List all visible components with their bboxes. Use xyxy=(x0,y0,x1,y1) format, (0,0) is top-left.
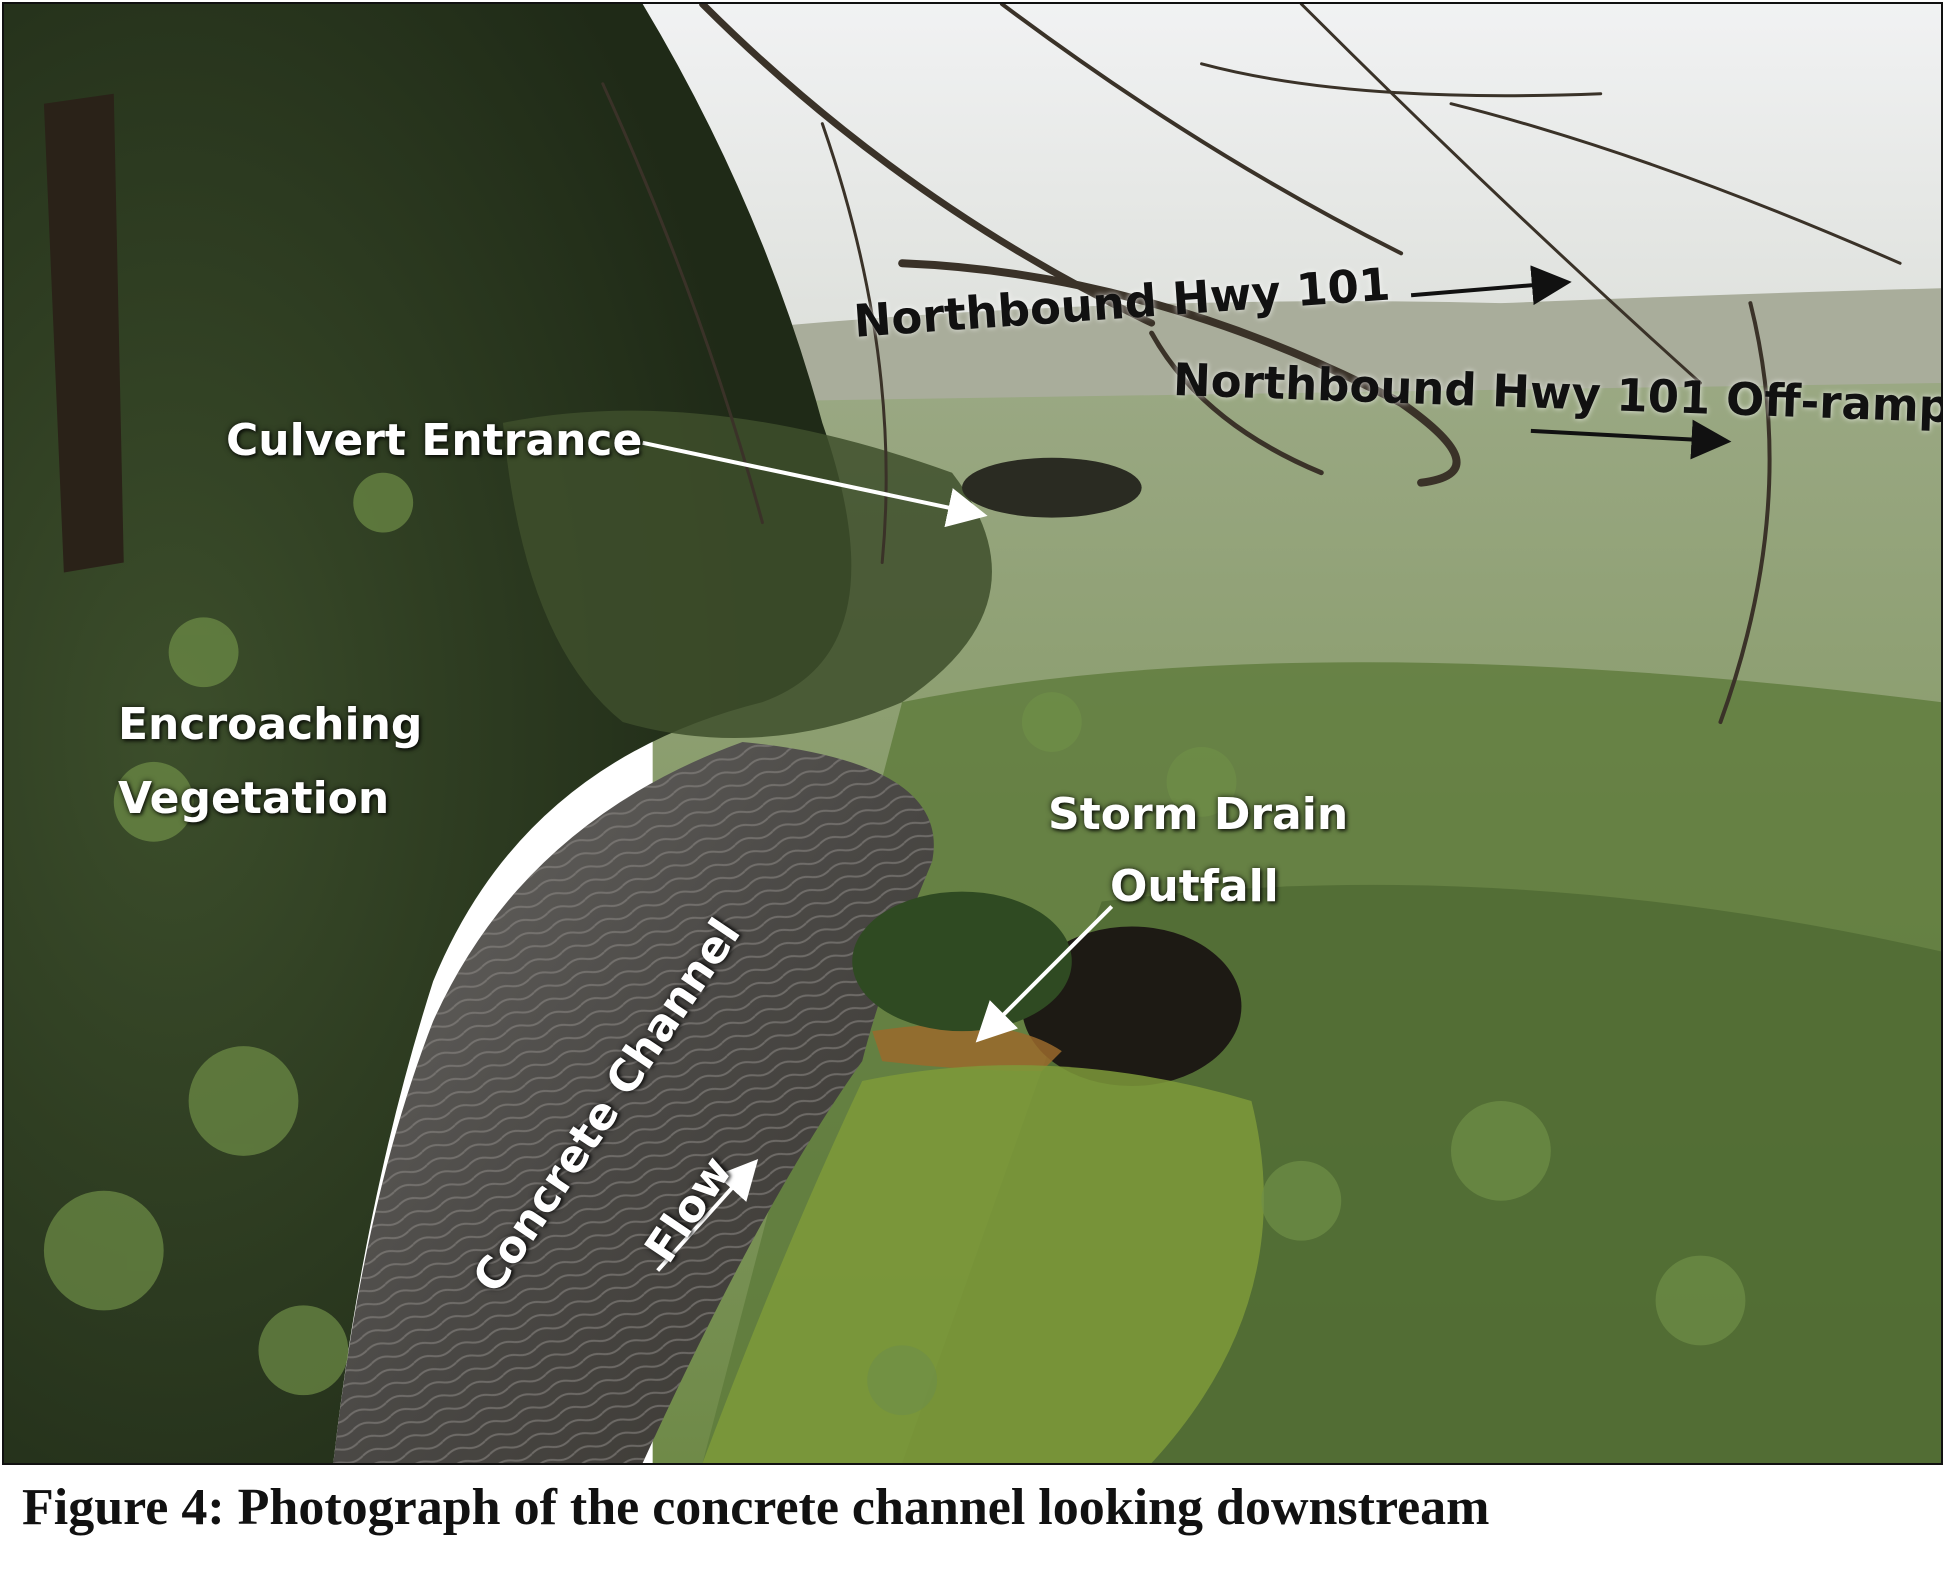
culvert-entrance-label: Culvert Entrance xyxy=(226,415,643,466)
tree-trunk xyxy=(43,93,124,573)
mossy-bank xyxy=(702,1065,1264,1463)
encroaching-vegetation-label-line1: Encroaching xyxy=(118,699,423,750)
hwy-arrow xyxy=(1410,265,1572,306)
culvert-arrow xyxy=(642,440,988,528)
flow-arrow xyxy=(656,1158,759,1272)
leaves xyxy=(43,472,1746,1416)
photograph: Northbound Hwy 101 Northbound Hwy 101 Of… xyxy=(2,2,1943,1465)
culvert-entrance xyxy=(962,457,1142,518)
storm-drain-outfall xyxy=(1021,926,1242,1087)
encroaching-vegetation-label-line2: Vegetation xyxy=(118,773,390,824)
storm-drain-label-line2: Outfall xyxy=(1110,861,1279,912)
figure-caption: Figure 4: Photograph of the concrete cha… xyxy=(22,1479,1490,1536)
offramp-arrow xyxy=(1530,419,1732,460)
storm-drain-arrow xyxy=(975,905,1114,1043)
photo-scene xyxy=(4,4,1941,1463)
storm-drain-label-line1: Storm Drain xyxy=(1048,789,1349,840)
